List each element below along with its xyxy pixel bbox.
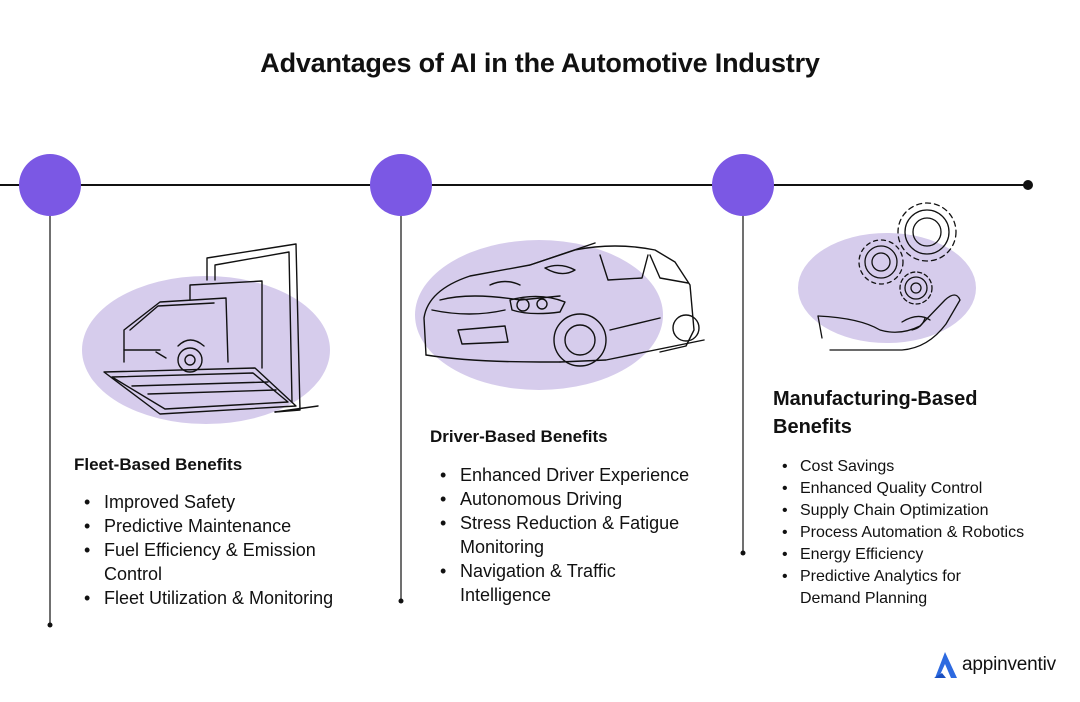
car-icon [415,240,705,390]
list-item: Improved Safety [74,490,374,514]
benefit-list: Cost Savings Enhanced Quality Control Su… [773,456,1063,610]
list-item: Fuel Efficiency & Emission Control [74,538,344,586]
milestone-dot-2 [370,154,432,216]
hand-with-gears-icon [798,202,976,351]
brand-name: appinventiv [962,654,1056,675]
milestone-dot-1 [19,154,81,216]
benefit-list: Improved Safety Predictive Maintenance F… [74,490,374,610]
list-item: Stress Reduction & Fatigue Monitoring [430,511,710,559]
section-heading: Manufacturing-Based Benefits [773,388,978,438]
truck-on-laptop-icon [82,243,330,424]
list-item: Cost Savings [773,456,1063,478]
list-item: Enhanced Driver Experience [430,463,730,487]
appinventiv-logo-icon [934,652,957,678]
milestone-dot-3 [712,154,774,216]
list-item: Fleet Utilization & Monitoring [74,586,374,610]
list-item: Autonomous Driving [430,487,730,511]
list-item: Supply Chain Optimization [773,500,1063,522]
list-item: Enhanced Quality Control [773,478,1063,500]
brand-logo: appinventiv [932,650,1056,680]
list-item: Predictive Analytics for Demand Planning [773,566,1000,610]
list-item: Energy Efficiency [773,544,1063,566]
list-item: Predictive Maintenance [74,514,374,538]
timeline-end-dot [1023,180,1033,190]
benefit-list: Enhanced Driver Experience Autonomous Dr… [430,463,730,607]
section-heading: Fleet-Based Benefits [74,455,243,474]
list-item: Process Automation & Robotics [773,522,1063,544]
page-title: Advantages of AI in the Automotive Indus… [260,48,820,78]
section-heading: Driver-Based Benefits [430,427,608,446]
list-item: Navigation & Traffic Intelligence [430,559,660,607]
